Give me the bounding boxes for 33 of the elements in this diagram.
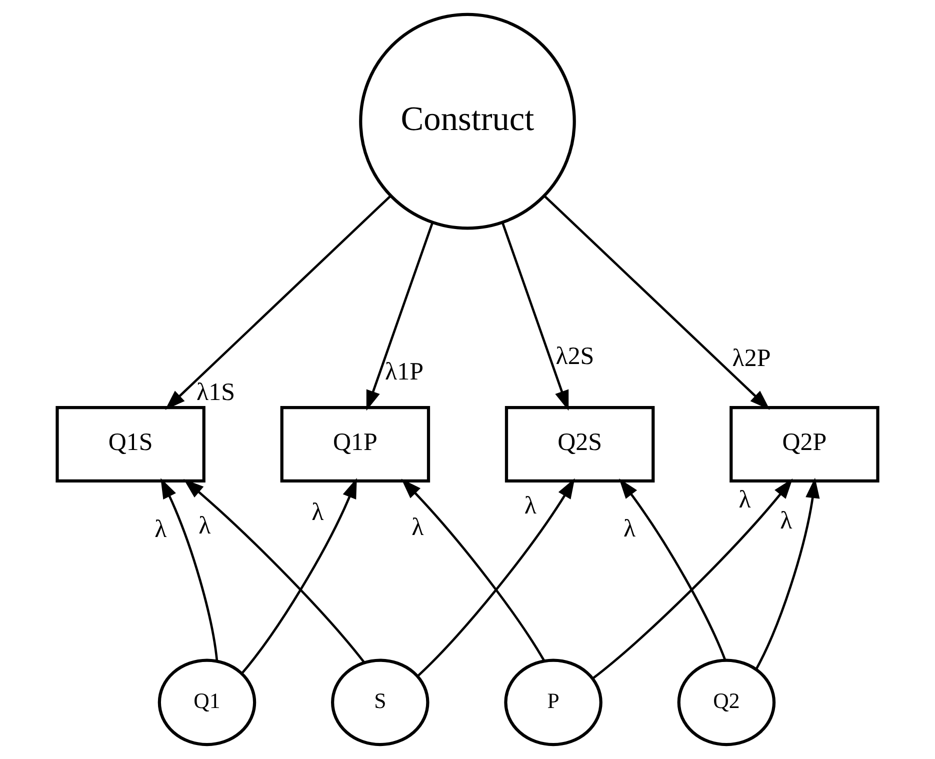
node-ellipse: S xyxy=(331,658,430,746)
arrow xyxy=(619,478,726,661)
node-ellipse: Q2 xyxy=(677,658,776,746)
edge-label: λ xyxy=(623,515,636,542)
arrow xyxy=(401,478,546,662)
arrow xyxy=(755,478,820,670)
node-circle: Construct xyxy=(359,12,576,230)
edge-label: λ xyxy=(738,486,751,514)
node-ellipse: Q1 xyxy=(158,658,256,746)
edge-label: λ xyxy=(198,512,211,540)
arrow xyxy=(184,478,366,664)
node-box: Q2P xyxy=(730,406,880,482)
node-box: Q1P xyxy=(280,406,430,482)
node-box: Q1S xyxy=(56,406,206,482)
edge-label: λ xyxy=(780,507,792,534)
edge-label: λ2S xyxy=(556,343,594,370)
edge-label: λ xyxy=(524,492,537,520)
node-box: Q2S xyxy=(504,406,655,482)
edge-label: λ2P xyxy=(732,345,771,372)
edge-label: λ xyxy=(412,514,424,542)
arrow xyxy=(544,195,770,410)
arrow xyxy=(240,478,357,674)
arrow xyxy=(501,222,569,411)
node-ellipse: P xyxy=(504,658,602,746)
arrow xyxy=(366,222,434,411)
arrow xyxy=(592,478,793,680)
edge-label: λ1P xyxy=(385,358,424,386)
arrow xyxy=(165,195,392,410)
edge-label: λ1S xyxy=(196,379,235,406)
edge-label: λ xyxy=(312,498,324,526)
edge-label: λ xyxy=(154,516,167,544)
arrow xyxy=(417,478,575,677)
arrow xyxy=(160,478,218,662)
